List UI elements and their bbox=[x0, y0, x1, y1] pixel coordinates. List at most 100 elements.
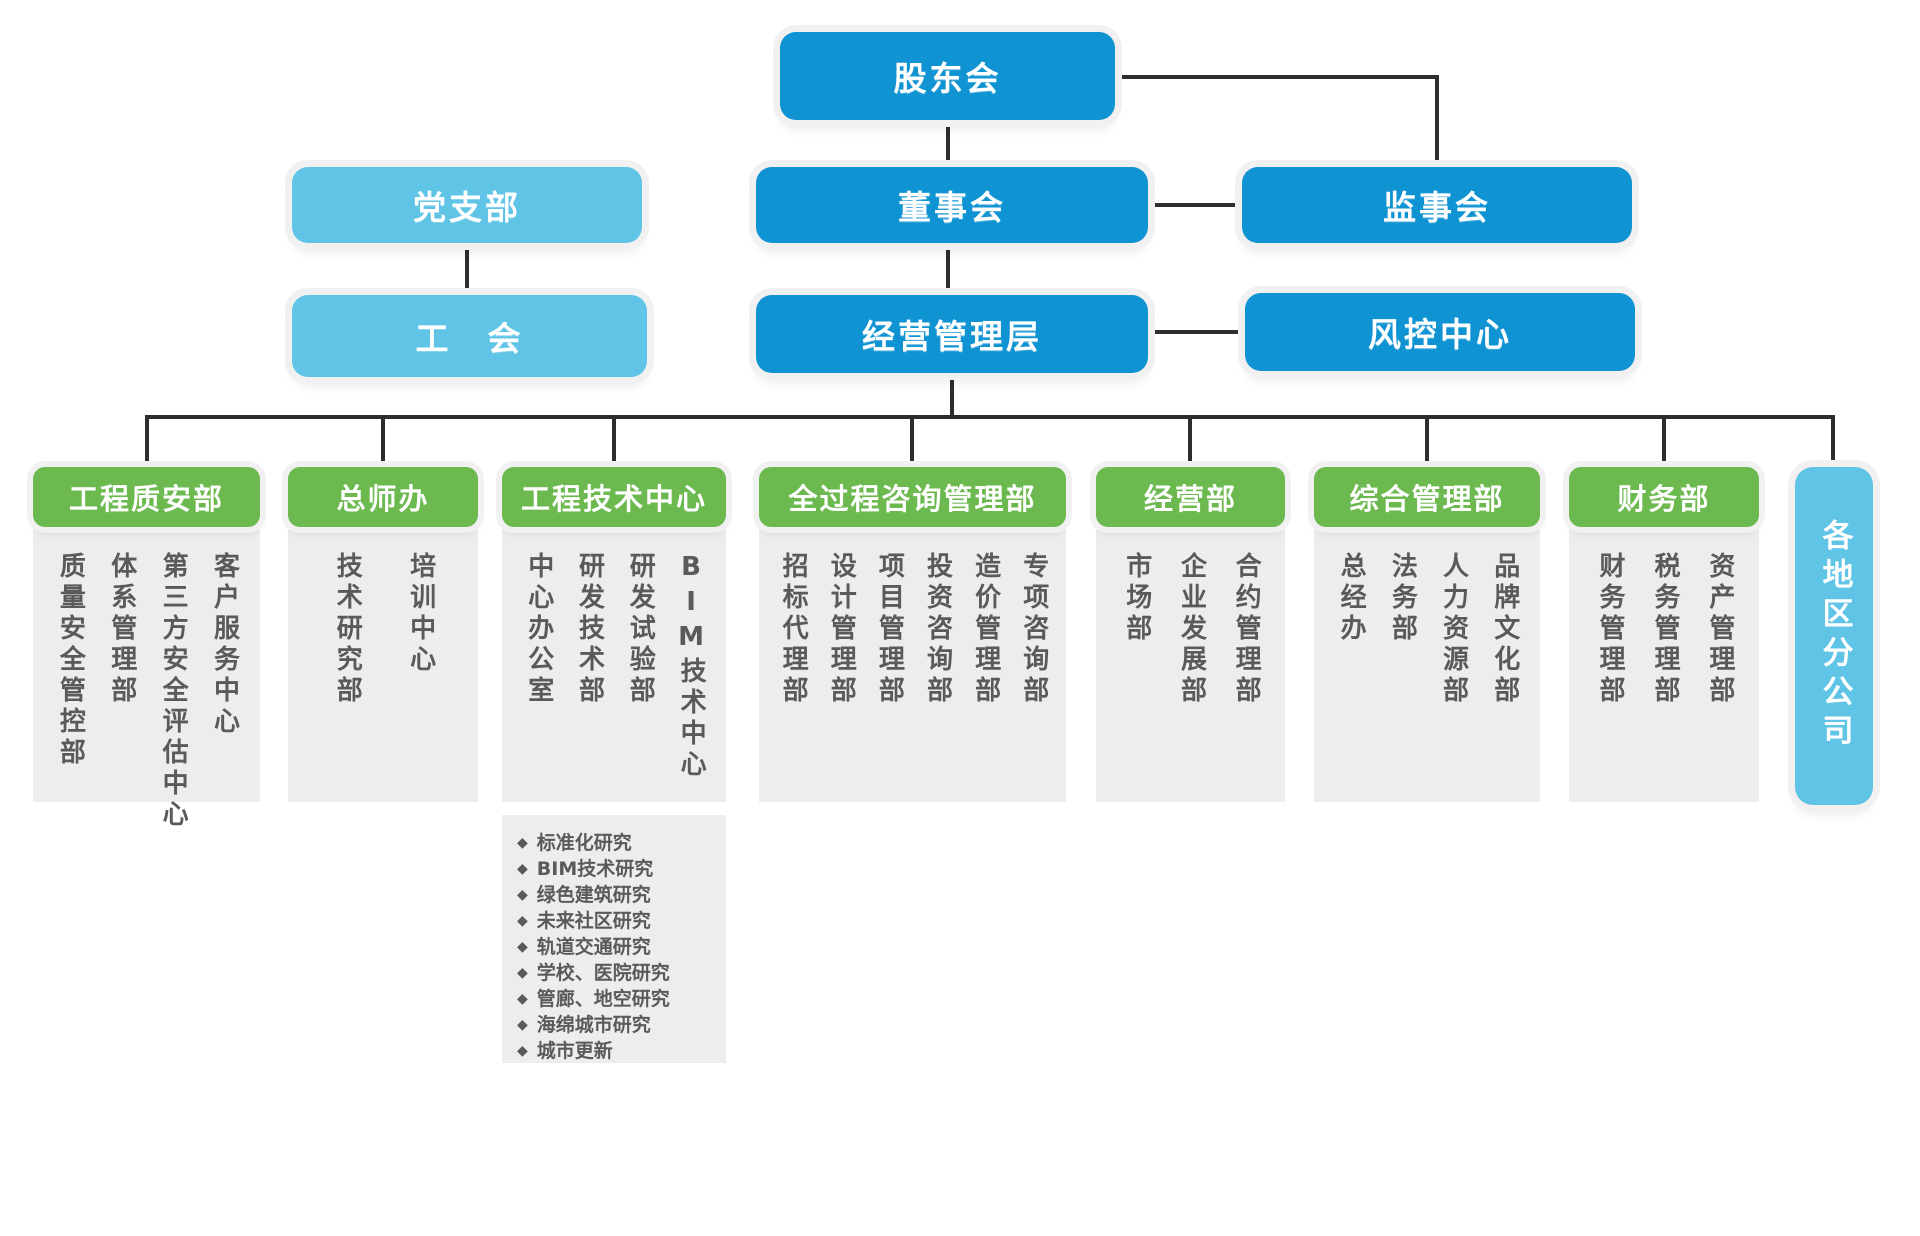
node-management-label: 经营管理层 bbox=[862, 317, 1042, 356]
sub-department-label: 质量安全管控部 bbox=[55, 552, 86, 769]
sub-department-label: 投资咨询部 bbox=[922, 552, 953, 707]
research-topic-label: 标准化研究 bbox=[536, 832, 632, 854]
research-topic-label: 绿色建筑研究 bbox=[536, 884, 651, 906]
sub-department-label: 招标代理部 bbox=[778, 552, 809, 707]
sub-department-label: 第三方安全评估中心 bbox=[158, 552, 189, 831]
sub-department-label: 品牌文化部 bbox=[1489, 552, 1520, 707]
research-topic-row: ◆ 标准化研究 bbox=[517, 830, 720, 856]
sub-department-label: 法务部 bbox=[1387, 552, 1418, 645]
sub-department-label: 总经办 bbox=[1336, 552, 1367, 645]
sub-department-label: 研发试验部 bbox=[625, 552, 656, 707]
sub-department-label: 市场部 bbox=[1121, 552, 1152, 645]
connector-drop-dept6 bbox=[1425, 415, 1429, 467]
research-topic-row: ◆ 轨道交通研究 bbox=[517, 934, 720, 960]
connector-board-management bbox=[946, 243, 950, 295]
sub-department-label: 人力资源部 bbox=[1438, 552, 1469, 707]
dept-header: 工程技术中心 bbox=[502, 467, 726, 527]
diamond-bullet-icon: ◆ bbox=[517, 1043, 528, 1059]
connector-management-risk bbox=[1148, 330, 1245, 334]
diamond-bullet-icon: ◆ bbox=[517, 965, 528, 981]
node-management: 经营管理层 bbox=[756, 295, 1148, 373]
connector-drop-dept1 bbox=[145, 415, 149, 467]
sub-department-label: 中心办公室 bbox=[523, 552, 554, 707]
sub-department-label: 项目管理部 bbox=[874, 552, 905, 707]
node-risk-center: 风控中心 bbox=[1245, 293, 1635, 371]
connector-trunk-horizontal bbox=[145, 415, 1835, 419]
node-regional-branches-label: 各地区分公司 bbox=[1816, 519, 1853, 753]
research-topics-panel: ◆ 标准化研究 ◆ BIM技术研究 ◆ 绿色建筑研究 ◆ 未来社区研究 ◆ 轨道交通研究 ◆ 学校、医… bbox=[502, 815, 726, 1063]
node-supervisory-board: 监事会 bbox=[1242, 167, 1632, 243]
diamond-bullet-icon: ◆ bbox=[517, 991, 528, 1007]
dept-panel: 招标代理部设计管理部项目管理部投资咨询部造价管理部专项咨询部 bbox=[759, 530, 1066, 802]
dept-general-management: 综合管理部 总经办法务部人力资源部品牌文化部 bbox=[1314, 467, 1540, 802]
diamond-bullet-icon: ◆ bbox=[517, 939, 528, 955]
research-topic-row: ◆ 学校、医院研究 bbox=[517, 960, 720, 986]
connector-drop-dept4 bbox=[910, 415, 914, 467]
sub-department-label: 财务管理部 bbox=[1594, 552, 1625, 707]
node-board-label: 董事会 bbox=[898, 188, 1006, 227]
diamond-bullet-icon: ◆ bbox=[517, 887, 528, 903]
connector-shareholders-supervisory-v bbox=[1435, 75, 1439, 167]
dept-business: 经营部 市场部企业发展部合约管理部 bbox=[1096, 467, 1285, 802]
node-regional-branches: 各地区分公司 bbox=[1795, 467, 1873, 805]
research-topic-label: 城市更新 bbox=[536, 1040, 613, 1062]
dept-panel: 财务管理部税务管理部资产管理部 bbox=[1569, 530, 1759, 802]
connector-party-union bbox=[465, 243, 469, 295]
dept-header: 总师办 bbox=[288, 467, 478, 527]
sub-department-label: 专项咨询部 bbox=[1018, 552, 1049, 707]
research-topic-row: ◆ 管廊、地空研究 bbox=[517, 986, 720, 1012]
research-topic-label: BIM技术研究 bbox=[536, 858, 654, 880]
sub-department-label: 资产管理部 bbox=[1704, 552, 1735, 707]
dept-panel: 市场部企业发展部合约管理部 bbox=[1096, 530, 1285, 802]
research-topics-list: ◆ 标准化研究 ◆ BIM技术研究 ◆ 绿色建筑研究 ◆ 未来社区研究 ◆ 轨道交通研究 ◆ 学校、医… bbox=[502, 815, 726, 1064]
dept-header: 综合管理部 bbox=[1314, 467, 1540, 527]
sub-department-label: 培训中心 bbox=[405, 552, 436, 676]
diamond-bullet-icon: ◆ bbox=[517, 861, 528, 877]
research-topic-row: ◆ 城市更新 bbox=[517, 1038, 720, 1064]
sub-department-label: 研发技术部 bbox=[574, 552, 605, 707]
dept-header: 财务部 bbox=[1569, 467, 1759, 527]
connector-shareholders-supervisory-h bbox=[1113, 75, 1439, 79]
connector-drop-dept7 bbox=[1662, 415, 1666, 467]
research-topic-row: ◆ BIM技术研究 bbox=[517, 856, 720, 882]
node-shareholders: 股东会 bbox=[780, 32, 1115, 120]
node-risk-center-label: 风控中心 bbox=[1368, 315, 1512, 354]
node-labor-union-label: 工 会 bbox=[415, 319, 524, 358]
dept-panel: 技术研究部 培训中心 bbox=[288, 530, 478, 802]
dept-panel: 总经办法务部人力资源部品牌文化部 bbox=[1314, 530, 1540, 802]
connector-drop-dept5 bbox=[1188, 415, 1192, 467]
connector-board-supervisory bbox=[1148, 203, 1242, 207]
sub-department-label: 企业发展部 bbox=[1176, 552, 1207, 707]
research-topic-label: 海绵城市研究 bbox=[536, 1014, 651, 1036]
node-labor-union: 工 会 bbox=[292, 295, 647, 377]
sub-department-label: 技术研究部 bbox=[332, 552, 363, 707]
dept-finance: 财务部 财务管理部税务管理部资产管理部 bbox=[1569, 467, 1759, 802]
sub-department-label: 设计管理部 bbox=[826, 552, 857, 707]
diamond-bullet-icon: ◆ bbox=[517, 913, 528, 929]
node-board: 董事会 bbox=[756, 167, 1148, 243]
research-topic-label: 学校、医院研究 bbox=[536, 962, 670, 984]
dept-header: 经营部 bbox=[1096, 467, 1285, 527]
sub-department-label: 造价管理部 bbox=[970, 552, 1001, 707]
research-topic-row: ◆ 未来社区研究 bbox=[517, 908, 720, 934]
diamond-bullet-icon: ◆ bbox=[517, 1017, 528, 1033]
research-topic-label: 管廊、地空研究 bbox=[536, 988, 670, 1010]
dept-header: 全过程咨询管理部 bbox=[759, 467, 1066, 527]
research-topic-row: ◆ 海绵城市研究 bbox=[517, 1012, 720, 1038]
research-topic-label: 未来社区研究 bbox=[536, 910, 651, 932]
sub-department-label: 体系管理部 bbox=[106, 552, 137, 707]
dept-panel: 质量安全管控部体系管理部第三方安全评估中心客户服务中心 bbox=[33, 530, 260, 831]
sub-department-label: 税务管理部 bbox=[1649, 552, 1680, 707]
connector-drop-dept2 bbox=[381, 415, 385, 467]
node-party-branch-label: 党支部 bbox=[413, 188, 521, 227]
dept-chief-engineer-office: 总师办 技术研究部 培训中心 bbox=[288, 467, 478, 802]
node-supervisory-board-label: 监事会 bbox=[1383, 188, 1491, 227]
connector-shareholders-board bbox=[946, 120, 950, 167]
dept-header: 工程质安部 bbox=[33, 467, 260, 527]
research-topic-label: 轨道交通研究 bbox=[536, 936, 651, 958]
connector-drop-dept3 bbox=[612, 415, 616, 467]
diamond-bullet-icon: ◆ bbox=[517, 835, 528, 851]
